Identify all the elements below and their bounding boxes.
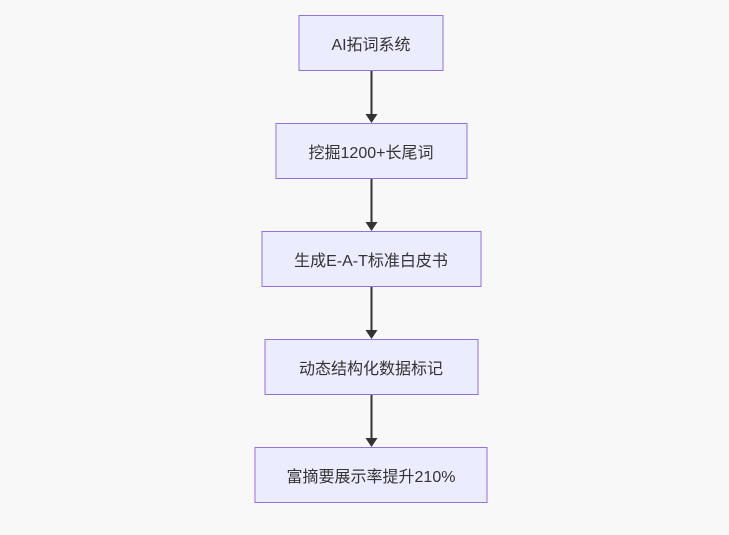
- flow-node-ai-word-expansion-system: AI拓词系统: [298, 15, 444, 71]
- flow-node-eat-whitepaper: 生成E-A-T标准白皮书: [261, 231, 481, 287]
- flow-arrow: [364, 179, 378, 231]
- flow-node-longtail-keywords: 挖掘1200+长尾词: [275, 123, 467, 179]
- flow-arrow: [364, 395, 378, 447]
- arrow-line: [370, 287, 372, 331]
- flow-arrow: [364, 287, 378, 339]
- arrow-line: [370, 395, 372, 439]
- arrowhead-down-icon: [365, 330, 377, 339]
- arrowhead-down-icon: [365, 222, 377, 231]
- arrowhead-down-icon: [365, 114, 377, 123]
- flow-node-structured-data-markup: 动态结构化数据标记: [264, 339, 478, 395]
- arrow-line: [370, 71, 372, 115]
- arrowhead-down-icon: [365, 438, 377, 447]
- flow-arrow: [364, 71, 378, 123]
- flow-node-rich-snippet-rate: 富摘要展示率提升210%: [254, 447, 488, 503]
- flowchart: AI拓词系统 挖掘1200+长尾词 生成E-A-T标准白皮书 动态结构化数据标记…: [254, 15, 488, 503]
- arrow-line: [370, 179, 372, 223]
